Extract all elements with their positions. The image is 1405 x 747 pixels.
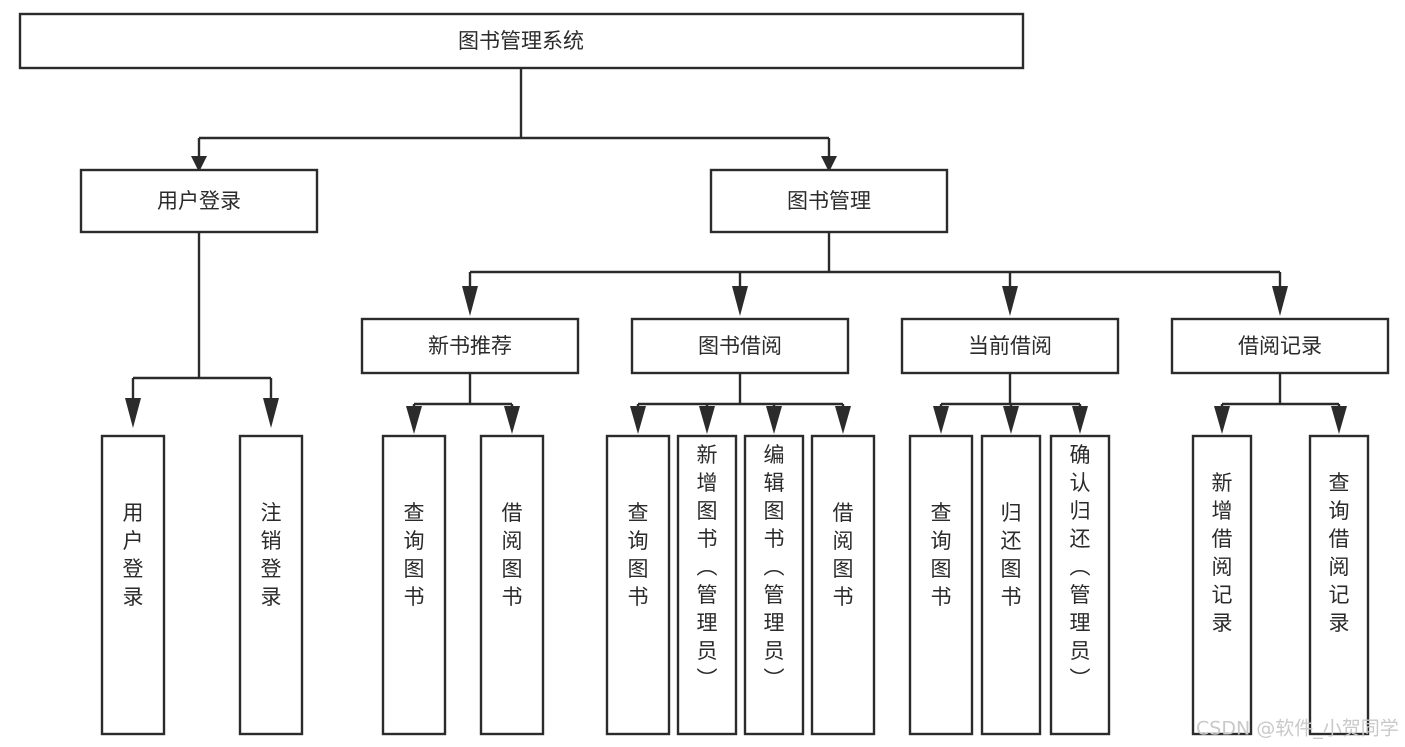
leaf-add-borrow-record-label: 新增借阅记录: [1212, 471, 1233, 635]
node-root-system-box[interactable]: [18, 12, 1025, 70]
arrow-leaf-return-book: [1003, 406, 1019, 434]
leaf-query-book-recommend-box[interactable]: [381, 434, 447, 736]
arrow-leaf-edit-book-admin: [766, 406, 782, 434]
arrow-current-borrow: [1002, 286, 1018, 316]
leaf-borrow-book-label: 借阅图书: [833, 501, 854, 609]
arrow-leaf-add-book-admin: [699, 406, 715, 434]
node-new-book-recommend[interactable]: 新书推荐: [360, 317, 580, 375]
leaf-add-book-admin-label: 新增图书︵管理员︶: [697, 443, 718, 691]
node-book-borrow-label: 图书借阅: [698, 334, 782, 358]
arrow-leaf-add-borrow-record: [1214, 406, 1230, 434]
leaf-query-borrow-record[interactable]: 查询借阅记录: [1308, 434, 1370, 736]
node-user-login[interactable]: 用户登录: [79, 168, 319, 234]
node-user-login-label: 用户登录: [157, 189, 241, 213]
node-current-borrow[interactable]: 当前借阅: [900, 317, 1120, 375]
leaf-borrow-book-recommend-label: 借阅图书: [502, 501, 523, 609]
node-current-borrow-label: 当前借阅: [968, 334, 1052, 358]
leaf-query-book-current-box[interactable]: [908, 434, 974, 736]
node-book-management[interactable]: 图书管理: [709, 168, 949, 234]
leaf-confirm-return-admin-label: 确认归还︵管理员︶: [1070, 443, 1091, 691]
node-borrow-record-box[interactable]: [1170, 317, 1390, 375]
leaf-logout[interactable]: 注销登录: [238, 434, 304, 736]
leaf-query-borrow-record-box[interactable]: [1308, 434, 1370, 736]
leaf-borrow-book-recommend[interactable]: 借阅图书: [479, 434, 545, 736]
leaf-edit-book-admin-label: 编辑图书︵管理员︶: [764, 443, 785, 691]
leaf-add-borrow-record[interactable]: 新增借阅记录: [1191, 434, 1253, 736]
node-book-borrow[interactable]: 图书借阅: [630, 317, 850, 375]
leaf-user-login-box[interactable]: [100, 434, 166, 736]
leaf-query-book-current-label: 查询图书: [931, 501, 952, 609]
leaf-return-book[interactable]: 归还图书: [980, 434, 1042, 736]
arrow-leaf-borrow-book: [835, 406, 851, 434]
arrow-leaf-logout: [263, 398, 279, 428]
csdn-watermark: CSDN @软件_小贺同学: [1196, 718, 1399, 740]
connector-layer: [125, 68, 1347, 434]
node-book-management-label: 图书管理: [787, 189, 871, 213]
node-root-system-label: 图书管理系统: [458, 29, 584, 53]
leaf-edit-book-admin[interactable]: 编辑图书︵管理员︶: [743, 434, 805, 736]
leaf-add-borrow-record-box[interactable]: [1191, 434, 1253, 736]
leaf-borrow-book[interactable]: 借阅图书: [810, 434, 876, 736]
leaf-borrow-book-recommend-box[interactable]: [479, 434, 545, 736]
leaf-user-login-label: 用户登录: [123, 501, 144, 609]
arrow-leaf-query-book-recommend: [406, 406, 422, 434]
node-user-login-box[interactable]: [79, 168, 319, 234]
leaf-query-borrow-record-label: 查询借阅记录: [1329, 471, 1350, 635]
node-borrow-record[interactable]: 借阅记录: [1170, 317, 1390, 375]
node-new-book-recommend-box[interactable]: [360, 317, 580, 375]
leaf-query-book-recommend-label: 查询图书: [404, 501, 425, 609]
arrow-leaf-query-borrow-record: [1331, 406, 1347, 434]
leaf-add-book-admin-box[interactable]: [676, 434, 738, 736]
arrow-leaf-confirm-return-admin: [1072, 406, 1088, 434]
arrow-user-login: [191, 156, 207, 172]
arrow-new-book: [462, 286, 478, 316]
arrow-leaf-query-book-current: [933, 406, 949, 434]
leaf-query-book-borrow-label: 查询图书: [628, 501, 649, 609]
leaf-confirm-return-admin[interactable]: 确认归还︵管理员︶: [1049, 434, 1111, 736]
node-book-management-box[interactable]: [709, 168, 949, 234]
leaf-add-book-admin[interactable]: 新增图书︵管理员︶: [676, 434, 738, 736]
leaf-confirm-return-admin-box[interactable]: [1049, 434, 1111, 736]
leaf-logout-label: 注销登录: [261, 501, 282, 609]
leaf-borrow-book-box[interactable]: [810, 434, 876, 736]
leaf-return-book-label: 归还图书: [1001, 501, 1022, 609]
arrow-leaf-query-book-borrow: [630, 406, 646, 434]
leaf-query-book-borrow-box[interactable]: [605, 434, 671, 736]
arrow-book-borrow: [732, 286, 748, 316]
arrow-leaf-borrow-book-recommend: [504, 406, 520, 434]
leaf-query-book-current[interactable]: 查询图书: [908, 434, 974, 736]
node-current-borrow-box[interactable]: [900, 317, 1120, 375]
node-book-borrow-box[interactable]: [630, 317, 850, 375]
leaf-query-book-borrow[interactable]: 查询图书: [605, 434, 671, 736]
leaf-user-login[interactable]: 用户登录: [100, 434, 166, 736]
node-new-book-recommend-label: 新书推荐: [428, 334, 512, 358]
leaf-query-book-recommend[interactable]: 查询图书: [381, 434, 447, 736]
leaf-edit-book-admin-box[interactable]: [743, 434, 805, 736]
arrow-leaf-user-login: [125, 398, 141, 428]
leaf-logout-box[interactable]: [238, 434, 304, 736]
leaf-return-book-box[interactable]: [980, 434, 1042, 736]
node-borrow-record-label: 借阅记录: [1238, 334, 1322, 358]
arrow-book-management: [821, 156, 837, 172]
node-root-system[interactable]: 图书管理系统: [18, 12, 1025, 70]
arrow-borrow-record: [1272, 286, 1288, 316]
